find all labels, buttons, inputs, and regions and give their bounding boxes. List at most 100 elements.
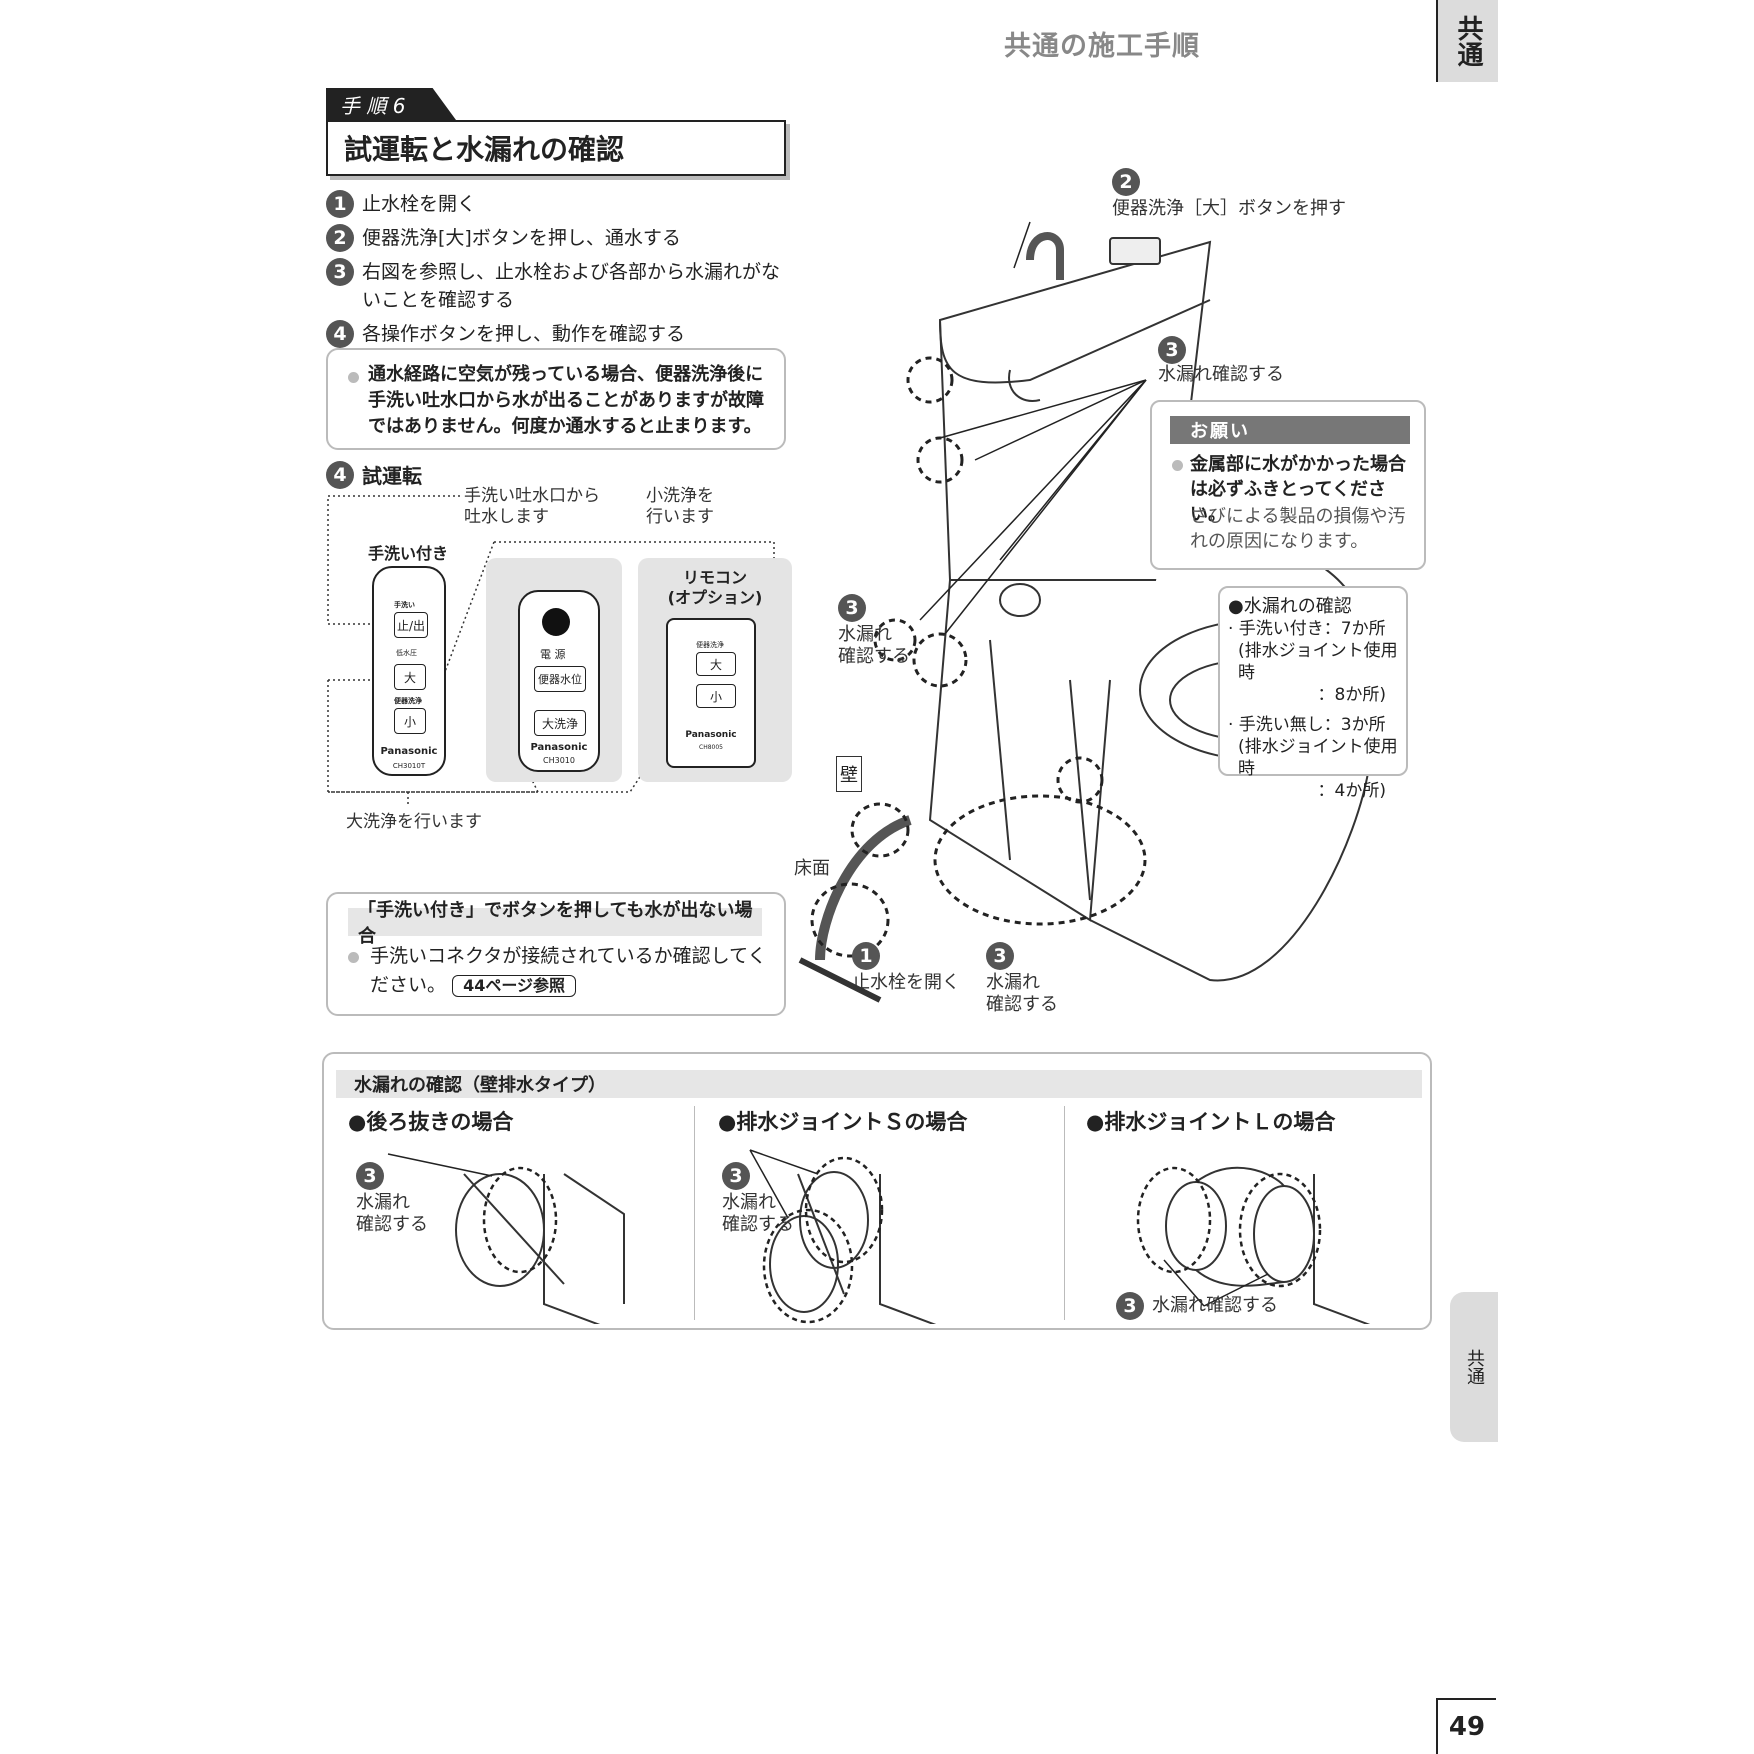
callout-3a: 3 (1158, 336, 1194, 364)
wall-callout-joint-l-text: 水漏れ確認する (1152, 1295, 1278, 1316)
leak-check-sub: (排水ジョイント使用時 (1238, 641, 1398, 683)
model-number: CH8005 (699, 744, 723, 751)
bullet-icon (1172, 460, 1183, 471)
callout-large-wash: 大洗浄を行います (346, 812, 482, 832)
small-wash-button[interactable]: 小 (394, 708, 426, 734)
callout-faucet: 手洗い吐水口から 吐水します (464, 486, 600, 527)
wall-callout-joint-s-text: 水漏れ 確認する (722, 1192, 794, 1235)
step-item: 4 各操作ボタンを押し、動作を確認する (326, 320, 796, 348)
step-item: 2 便器洗浄[大]ボタンを押し、通水する (326, 224, 796, 252)
side-tab[interactable]: 共通 (1450, 1292, 1498, 1442)
leak-check-title: ●水漏れの確認 (1228, 596, 1352, 617)
callout-number: 3 (722, 1162, 750, 1190)
callout-number: 3 (1158, 336, 1186, 364)
brand-logo: Panasonic (530, 742, 588, 753)
callout-1-text: 止水栓を開く (852, 972, 960, 993)
remote-option: 便器洗浄 大 小 Panasonic CH8005 (666, 618, 756, 768)
bullet-icon (348, 372, 359, 383)
callout-3c-text: 水漏れ 確認する (986, 972, 1058, 1015)
large-wash-button[interactable]: 大 (696, 652, 736, 676)
callout-3b: 3 (838, 594, 874, 622)
brand-logo: Panasonic (685, 730, 737, 740)
header-tab-label: 共通 (1453, 15, 1483, 67)
wash-label: 便器洗浄 (394, 697, 422, 705)
remote-faucet: 手洗い 止/出 低水圧 大 便器洗浄 小 Panasonic CH3010T (372, 566, 446, 776)
no-water-note-body: 手洗いコネクタが接続されているか確認してください。 44ページ参照 (370, 942, 770, 1000)
step-number: 3 (326, 258, 354, 286)
col-title-rear: ●後ろ抜きの場合 (348, 1110, 514, 1134)
callout-number: 2 (1112, 168, 1140, 196)
low-pressure-label: 低水圧 (396, 649, 417, 657)
remote-option-panel: リモコン (オプション) 便器洗浄 大 小 Panasonic CH8005 (638, 558, 792, 782)
callout-number: 3 (838, 594, 866, 622)
large-wash-button[interactable]: 大 (394, 664, 426, 690)
callout-2-text: 便器洗浄［大］ボタンを押す (1112, 198, 1346, 219)
leak-check-sub: ：8か所) (1317, 685, 1386, 705)
large-wash-button[interactable]: 大洗浄 (534, 710, 586, 736)
callout-1: 1 (852, 942, 888, 970)
power-button[interactable] (542, 608, 570, 636)
callout-small-wash: 小洗浄を 行います (646, 486, 714, 527)
model-number: CH3010 (543, 756, 575, 765)
air-note-text: 通水経路に空気が残っている場合、便器洗浄後に手洗い吐水口から水が出ることがありま… (368, 364, 764, 437)
model-number: CH3010T (392, 762, 426, 770)
wall-drain-title: 水漏れの確認（壁排水タイプ） (336, 1070, 1422, 1098)
callout-3a-text: 水漏れ確認する (1158, 364, 1284, 385)
water-level-button[interactable]: 便器水位 (534, 666, 586, 692)
column-divider (694, 1106, 695, 1320)
trial-title: 試運転 (362, 464, 422, 488)
step-text: 右図を参照し、止水栓および各部から水漏れがないことを確認する (362, 261, 781, 311)
callout-2: 2 (1112, 168, 1148, 196)
air-note: 通水経路に空気が残っている場合、便器洗浄後に手洗い吐水口から水が出ることがありま… (326, 348, 786, 450)
remote-standard: 電 源 便器水位 大洗浄 Panasonic CH3010 (518, 590, 600, 772)
header-tab: 共通 (1436, 0, 1498, 82)
leak-check-sub: ：4か所) (1317, 781, 1386, 801)
wall-drain-box: 水漏れの確認（壁排水タイプ） ●後ろ抜きの場合 ●排水ジョイントＳの場合 ●排水… (322, 1052, 1432, 1330)
trial-number: 4 (326, 460, 354, 489)
callout-3b-text: 水漏れ 確認する (838, 624, 910, 667)
callout-number: 3 (356, 1162, 384, 1190)
remote1-top-label: 手洗い (394, 601, 415, 609)
col-title-joint-s: ●排水ジョイントＳの場合 (718, 1110, 968, 1134)
page-number: 49 (1436, 1698, 1496, 1754)
request-box: お願い 金属部に水がかかった場合は必ずふきとってください。 さびによる製品の損傷… (1150, 400, 1426, 570)
no-water-note-text: 手洗いコネクタが接続されているか確認してください。 (370, 945, 767, 996)
callout-number: 1 (852, 942, 880, 970)
callout-number: 3 (1116, 1292, 1144, 1320)
wall-label: 壁 (836, 756, 862, 792)
brand-logo: Panasonic (380, 746, 438, 757)
wall-callout-joint-l: 3 水漏れ確認する (1116, 1292, 1278, 1320)
leak-check-sub: (排水ジョイント使用時 (1238, 737, 1398, 779)
remote-standard-panel: 電 源 便器水位 大洗浄 Panasonic CH3010 (486, 558, 622, 782)
trial-heading: 4 試運転 (326, 460, 422, 489)
wall-drain-illustrations (387, 1149, 1371, 1324)
faucet-stop-button[interactable]: 止/出 (394, 612, 428, 638)
step-number: 4 (326, 320, 354, 348)
remote-label-option: リモコン (オプション) (667, 568, 763, 607)
step-number: 1 (326, 190, 354, 218)
wall-callout-joint-s: 3 (722, 1162, 758, 1190)
step-text: 各操作ボタンを押し、動作を確認する (362, 323, 686, 345)
step-item: 3 右図を参照し、止水栓および各部から水漏れがないことを確認する (326, 258, 796, 314)
no-water-note-title: 「手洗い付き」でボタンを押しても水が出ない場合 (348, 900, 762, 947)
remote3-top-label: 便器洗浄 (696, 641, 724, 649)
request-text: さびによる製品の損傷や汚れの原因になります。 (1190, 506, 1406, 552)
floor-label: 床面 (794, 858, 830, 879)
step-text: 便器洗浄[大]ボタンを押し、通水する (362, 227, 681, 249)
page-reference-link[interactable]: 44ページ参照 (452, 975, 577, 997)
bullet-icon (348, 952, 359, 963)
col-title-joint-l: ●排水ジョイントＬの場合 (1086, 1110, 1336, 1134)
step-number: 2 (326, 224, 354, 252)
no-water-note: 「手洗い付き」でボタンを押しても水が出ない場合 手洗いコネクタが接続されているか… (326, 892, 786, 1016)
step-tag: 手 順 6 (326, 88, 456, 120)
wall-callout-rear: 3 (356, 1162, 392, 1190)
callout-number: 3 (986, 942, 1014, 970)
callout-3c: 3 (986, 942, 1022, 970)
request-bold-text: 金属部に水がかかった場合は必ずふきとってください。 (1190, 454, 1406, 525)
leak-check-item: · 手洗い付き：7か所 (1228, 619, 1386, 639)
small-wash-button[interactable]: 小 (696, 684, 736, 708)
request-heading: お願い (1170, 416, 1410, 444)
side-tab-label: 共通 (1464, 1349, 1485, 1385)
